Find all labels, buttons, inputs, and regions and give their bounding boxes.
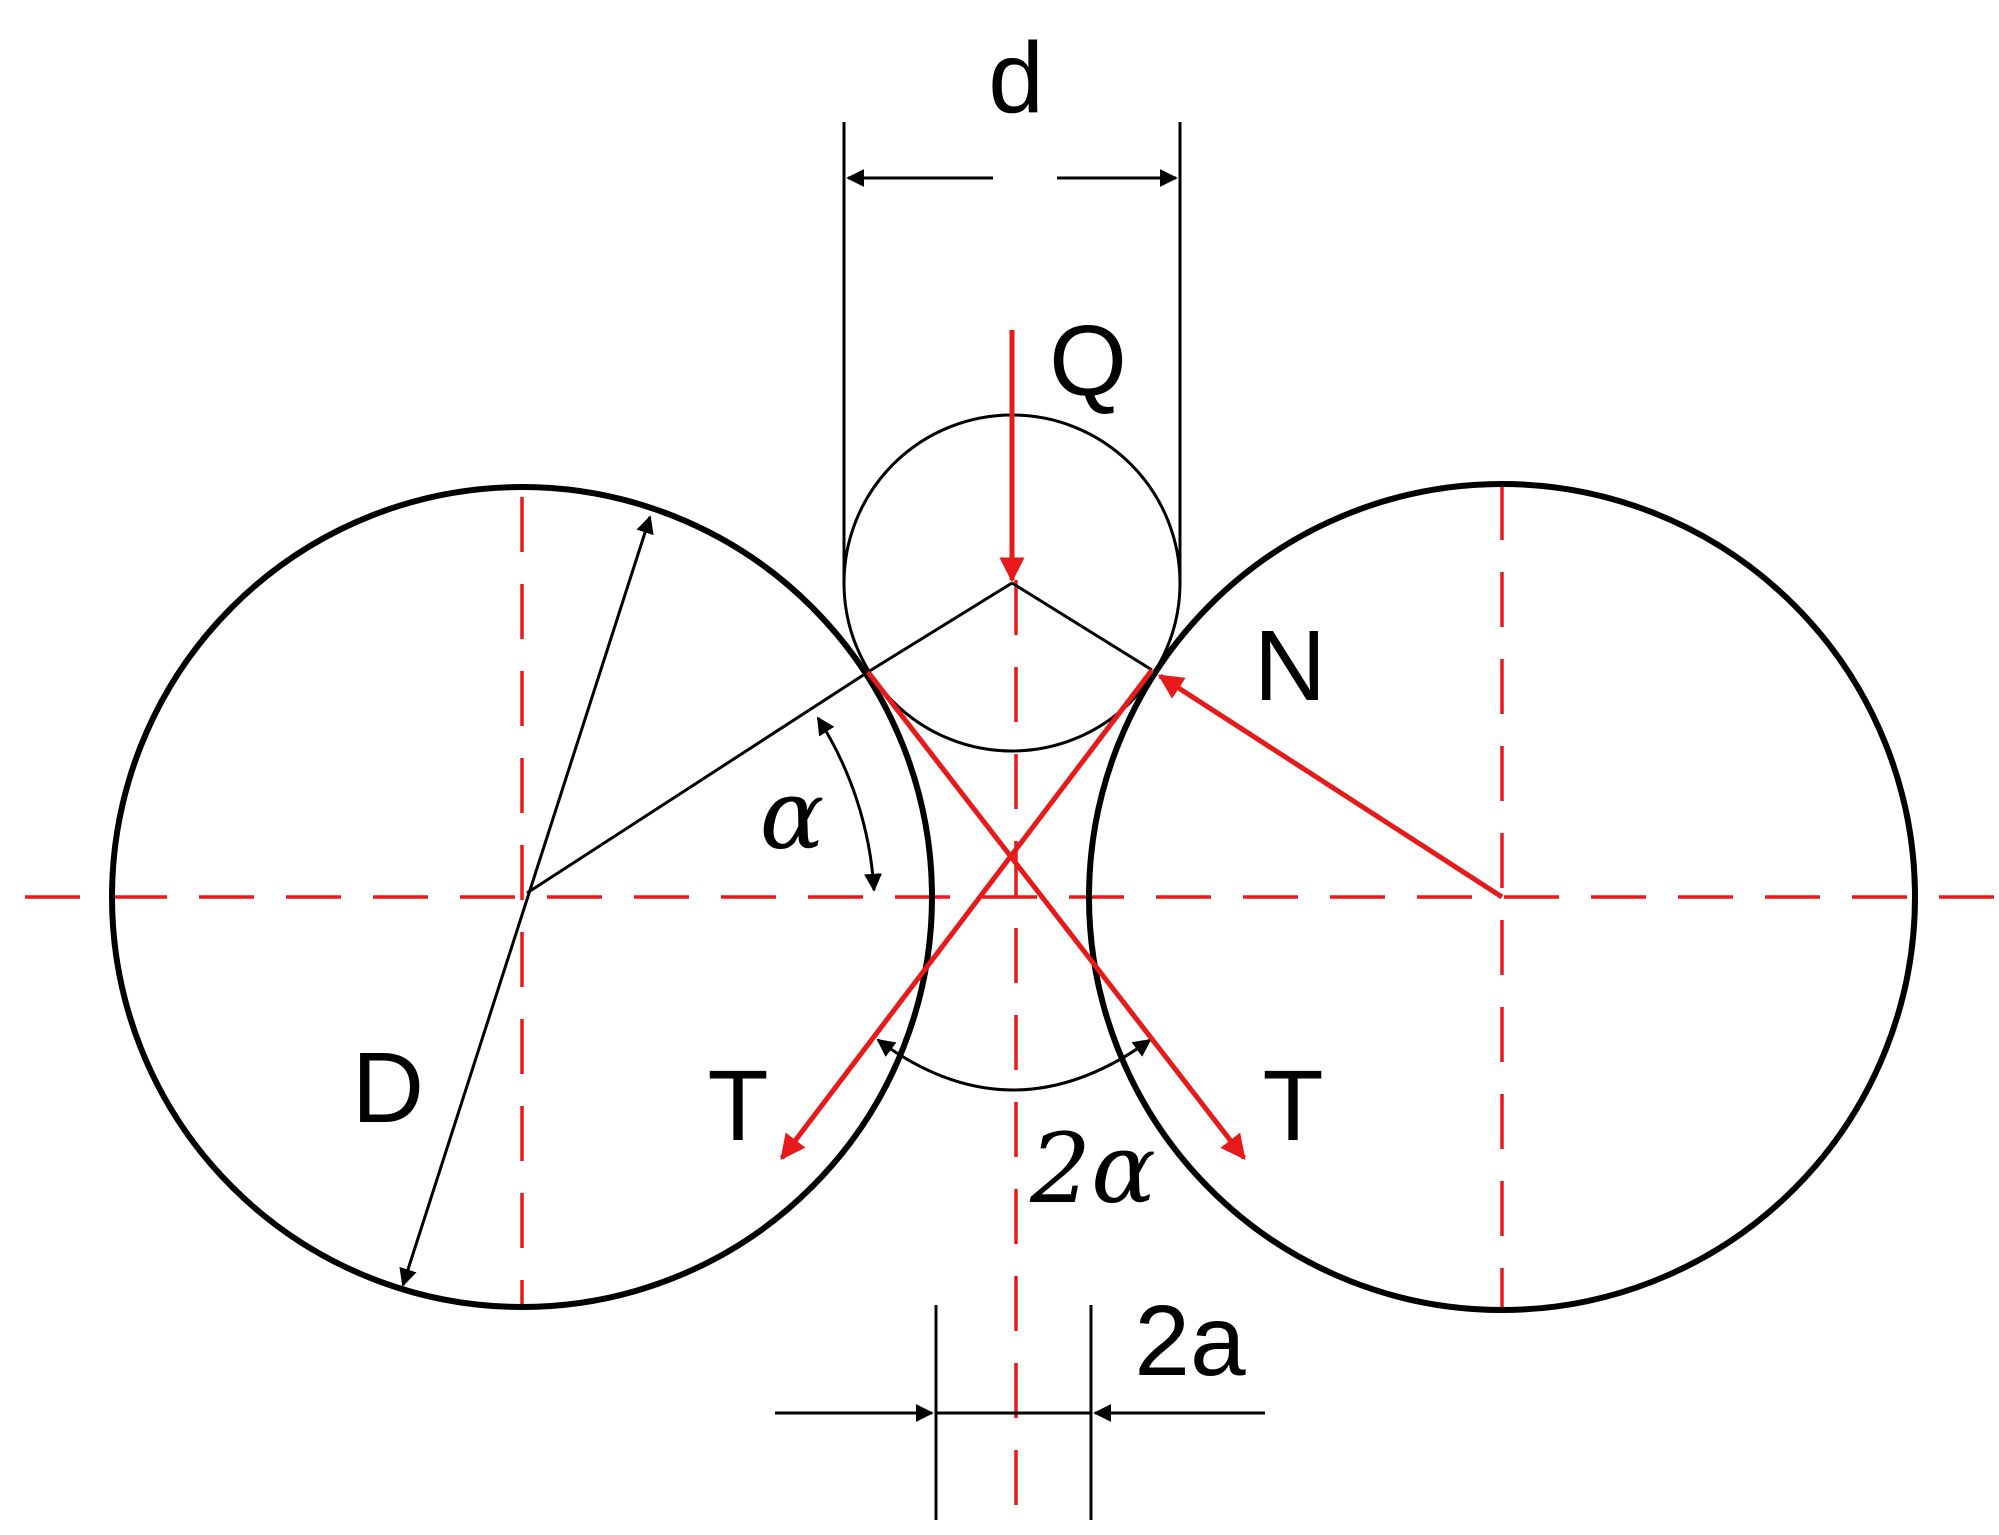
force-T-right-arrow — [866, 670, 1246, 1160]
label-D: D — [352, 1032, 424, 1144]
dimension-d — [842, 122, 1182, 583]
two-alpha-arc — [876, 1038, 1152, 1092]
force-N-arrow — [1157, 673, 1504, 900]
left-ball-circle — [109, 484, 935, 1310]
right-ball-circle — [1086, 481, 1918, 1313]
radial-lines — [526, 581, 1153, 895]
force-T-left-arrow — [780, 668, 1154, 1160]
diameter-D-arrow — [399, 515, 654, 1287]
centerlines — [25, 485, 1995, 1530]
dimension-2a — [775, 1305, 1265, 1520]
label-T-left: T — [707, 1050, 768, 1162]
line-smallcenter-to-right-contact — [1011, 581, 1153, 672]
label-alpha: α — [760, 759, 825, 871]
force-arrows — [780, 330, 1504, 1160]
alpha-angle-arc — [816, 716, 882, 892]
label-N: N — [1254, 610, 1326, 722]
line-smallcenter-to-left-contact — [867, 581, 1013, 674]
label-Q: Q — [1049, 305, 1127, 417]
label-d: d — [988, 22, 1044, 134]
label-two-alpha: 2α — [1029, 1113, 1156, 1225]
label-two-a: 2a — [1134, 1285, 1246, 1397]
label-T-right: T — [1262, 1050, 1323, 1162]
